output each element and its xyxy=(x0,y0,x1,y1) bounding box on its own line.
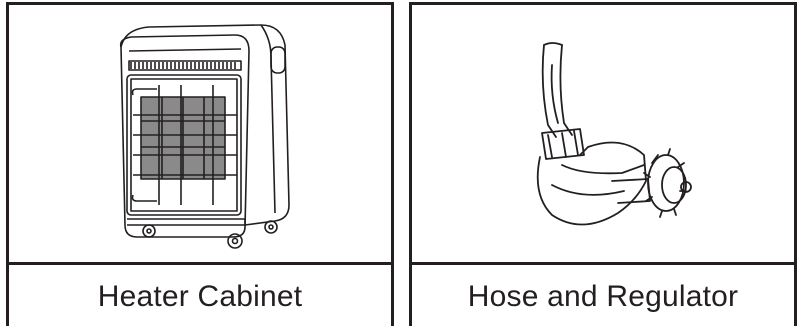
caption: Hose and Regulator xyxy=(412,265,794,329)
figure-box xyxy=(9,5,391,265)
heater-cabinet-icon xyxy=(9,5,391,262)
panel-heater-cabinet: Heater Cabinet xyxy=(6,2,394,326)
caption: Heater Cabinet xyxy=(9,265,391,329)
figure-box xyxy=(412,5,794,265)
hose-regulator-icon xyxy=(412,5,794,262)
panel-hose-regulator: Hose and Regulator xyxy=(409,2,797,326)
